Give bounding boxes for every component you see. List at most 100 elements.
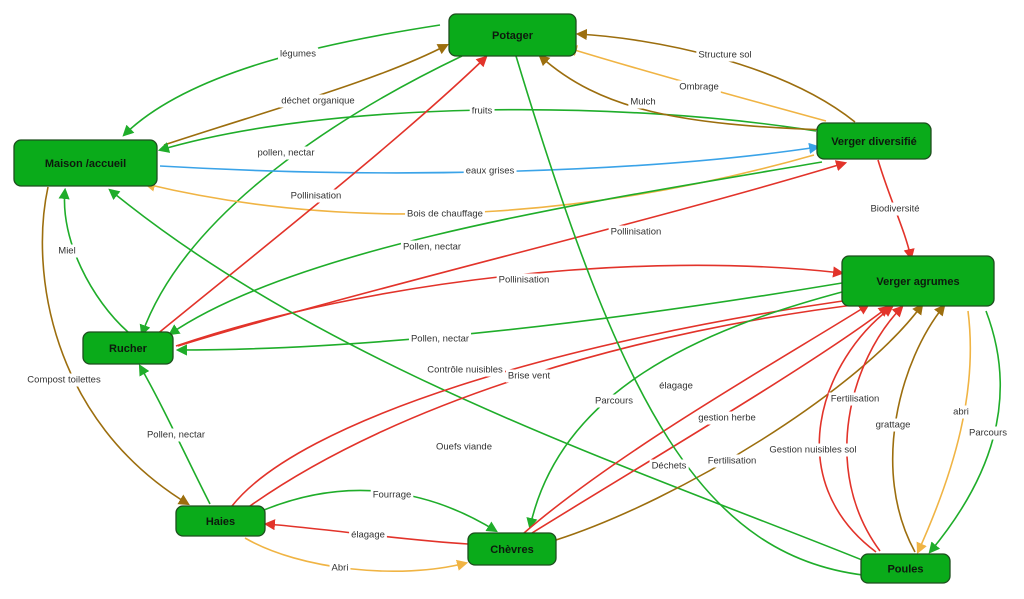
node-box[interactable] bbox=[448, 13, 577, 57]
node-label: Chèvres bbox=[490, 544, 533, 556]
node-chevres[interactable]: Chèvres bbox=[467, 532, 557, 566]
node-box[interactable] bbox=[13, 139, 158, 187]
edge-label-background bbox=[463, 164, 517, 178]
edge-rucher-to-maison bbox=[58, 187, 129, 333]
edge-label-group: élagage bbox=[349, 528, 387, 542]
edge-haies-to-verger_agr bbox=[231, 293, 867, 507]
edge-label-background bbox=[608, 225, 664, 239]
edge-label-background bbox=[434, 440, 494, 454]
edge-label: Compost toilettes bbox=[27, 375, 101, 386]
edge-label: eaux grises bbox=[466, 166, 515, 177]
edge-label-group: Pollinisation bbox=[288, 189, 344, 203]
edge-label-group: Déchets bbox=[649, 459, 689, 473]
edge-verger_agr-to-rucher bbox=[175, 282, 843, 356]
edge-label-group: eaux grises bbox=[463, 164, 517, 178]
edge-label-background bbox=[255, 146, 317, 160]
edge-label-background bbox=[696, 48, 754, 62]
edge-label-background bbox=[657, 379, 695, 393]
node-label: Rucher bbox=[109, 343, 148, 355]
edge-label-background bbox=[592, 394, 636, 408]
edge-label-background bbox=[279, 94, 357, 108]
node-potager[interactable]: Potager bbox=[448, 13, 577, 57]
node-label: Verger diversifié bbox=[831, 136, 917, 148]
edge-label-background bbox=[405, 207, 485, 221]
edge-label: Fertilisation bbox=[708, 456, 757, 467]
edge-label: Pollen, nectar bbox=[403, 242, 461, 253]
node-box[interactable] bbox=[82, 331, 174, 365]
edge-label: Pollinisation bbox=[291, 191, 342, 202]
node-maison[interactable]: Maison /accueil bbox=[13, 139, 158, 187]
edge-label-group: Contrôle nuisibles bbox=[425, 363, 506, 377]
edge-label-background bbox=[505, 369, 553, 383]
node-verger-agr[interactable]: Verger agrumes bbox=[841, 255, 995, 307]
node-poules[interactable]: Poules bbox=[860, 553, 951, 584]
edge-label: Abri bbox=[332, 563, 349, 574]
node-box[interactable] bbox=[841, 255, 995, 307]
edge-label-background bbox=[966, 426, 1010, 440]
edge-label-background bbox=[873, 418, 913, 432]
edge-label-background bbox=[696, 411, 758, 425]
edge-label: Fertilisation bbox=[831, 394, 880, 405]
node-label: Poules bbox=[887, 563, 923, 575]
edge-potager-to-rucher bbox=[139, 55, 463, 337]
edge-label: grattage bbox=[876, 420, 911, 431]
edge-label-group: déchet organique bbox=[279, 94, 357, 108]
edge-label-group: abri bbox=[951, 405, 971, 419]
edge-label-group: Miel bbox=[56, 244, 78, 258]
edge-label-background bbox=[370, 488, 414, 502]
edge-label: légumes bbox=[280, 49, 316, 60]
node-box[interactable] bbox=[860, 553, 951, 584]
edge-label: pollen, nectar bbox=[257, 148, 314, 159]
edge-label: Parcours bbox=[969, 428, 1007, 439]
edge-label: déchet organique bbox=[281, 96, 354, 107]
edge-label: Ouefs viande bbox=[436, 442, 492, 453]
edge-label-group: Mulch bbox=[628, 95, 658, 109]
edge-label-background bbox=[628, 95, 658, 109]
edge-label-background bbox=[868, 202, 922, 216]
edge-label-background bbox=[677, 80, 721, 94]
edge-chevres-to-verger_agr bbox=[555, 303, 924, 541]
edge-label: Parcours bbox=[595, 396, 633, 407]
edge-rucher-to-verger_div bbox=[177, 160, 848, 347]
edge-potager-to-maison bbox=[122, 24, 441, 137]
node-box[interactable] bbox=[467, 532, 557, 566]
edge-label-background bbox=[828, 392, 882, 406]
edge-label-group: Gestion nuisibles sol bbox=[767, 443, 859, 457]
edge-label-group: Biodiversité bbox=[868, 202, 922, 216]
edge-label-background bbox=[278, 47, 319, 61]
node-label: Potager bbox=[492, 30, 534, 42]
edge-label-background bbox=[288, 189, 344, 203]
edge-label-group: Ombrage bbox=[677, 80, 721, 94]
edge-verger_div-to-rucher bbox=[168, 161, 823, 336]
edge-label-group: Pollen, nectar bbox=[408, 332, 472, 346]
edge-verger_div-to-maison bbox=[143, 154, 815, 215]
edge-label: Pollen, nectar bbox=[147, 430, 205, 441]
node-box[interactable] bbox=[816, 122, 932, 160]
edge-label: Fourrage bbox=[373, 490, 412, 501]
edge-label-group: grattage bbox=[873, 418, 913, 432]
node-box[interactable] bbox=[175, 505, 266, 537]
edge-label: Ombrage bbox=[679, 82, 719, 93]
edge-verger_div-to-potager bbox=[575, 28, 856, 123]
edge-label-group: Brise vent bbox=[505, 369, 553, 383]
edge-label-group: Ouefs viande bbox=[434, 440, 494, 454]
edge-poules-to-verger_agr bbox=[818, 305, 894, 553]
edge-label: fruits bbox=[472, 106, 493, 117]
node-verger-div[interactable]: Verger diversifié bbox=[816, 122, 932, 160]
node-rucher[interactable]: Rucher bbox=[82, 331, 174, 365]
edge-label-background bbox=[951, 405, 971, 419]
edge-label-group: Fourrage bbox=[370, 488, 414, 502]
edge-label: Pollinisation bbox=[499, 275, 550, 286]
edge-label-group: Parcours bbox=[592, 394, 636, 408]
edge-label: Brise vent bbox=[508, 371, 551, 382]
node-label: Haies bbox=[206, 516, 235, 528]
node-haies[interactable]: Haies bbox=[175, 505, 266, 537]
edge-label: gestion herbe bbox=[698, 413, 756, 424]
edge-label-group: légumes bbox=[278, 47, 319, 61]
edge-poules-to-verger_agr bbox=[846, 305, 904, 552]
edge-verger_div-to-potager bbox=[538, 54, 829, 131]
edge-label-background bbox=[496, 273, 552, 287]
edge-haies-to-chevres bbox=[244, 537, 469, 572]
edge-label-background bbox=[425, 363, 506, 377]
edge-chevres-to-verger_agr bbox=[523, 303, 870, 534]
